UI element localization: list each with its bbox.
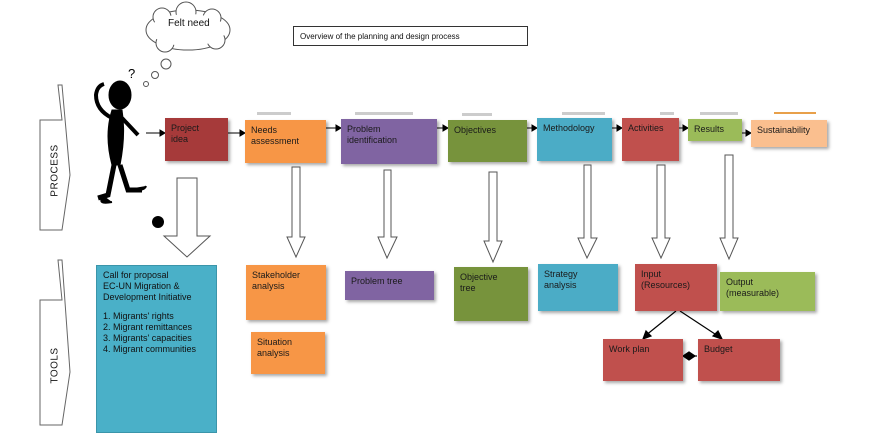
tool-objective-tree: Objective tree	[454, 267, 528, 321]
down-arrow-methodology	[577, 164, 598, 260]
call-item: 3. Migrants' capacities	[103, 333, 192, 343]
question-mark: ?	[128, 66, 135, 81]
tools-tab-label: TOOLS	[49, 347, 61, 384]
step-methodology: Methodology	[537, 118, 612, 161]
tool-work-plan: Work plan	[603, 339, 683, 381]
call-for-proposal-box: Call for proposal EC-UN Migration & Deve…	[96, 265, 217, 433]
tool-situation-analysis: Situation analysis	[251, 332, 325, 374]
tool-problem-tree: Problem tree	[345, 271, 434, 300]
tool-strategy-analysis: Strategy analysis	[538, 264, 618, 311]
thought-cloud	[143, 1, 231, 87]
process-tab-shape	[39, 84, 71, 231]
bidirectional-diamond	[681, 351, 697, 361]
cloud-label: Felt need	[168, 18, 210, 29]
tools-tab-shape	[39, 259, 71, 426]
thinking-figure-icon	[93, 80, 147, 204]
top-bars	[257, 112, 816, 116]
process-arrows	[146, 124, 752, 137]
down-arrow-activities	[651, 164, 671, 260]
down-arrow-objectives	[483, 171, 503, 264]
down-arrow-problem	[377, 169, 398, 260]
step-activities: Activities	[622, 118, 679, 161]
tool-output-measurable: Output (measurable)	[720, 272, 815, 311]
call-item: 4. Migrant communities	[103, 344, 197, 354]
down-arrow-needs	[286, 166, 306, 259]
down-arrow-project	[162, 177, 212, 258]
down-arrow-results	[719, 154, 739, 261]
process-tab-label: PROCESS	[49, 144, 61, 197]
input-branch-arrows	[641, 310, 724, 361]
step-sustainability: Sustainability	[751, 120, 827, 147]
tool-input-resources: Input (Resources)	[635, 264, 717, 311]
step-needs-assessment: Needs assessment	[245, 120, 326, 163]
step-results: Results	[688, 119, 742, 141]
call-item: 1. Migrants' rights	[103, 311, 174, 321]
step-objectives: Objectives	[448, 120, 527, 162]
tool-stakeholder-analysis: Stakeholder analysis	[246, 265, 326, 320]
step-project-idea: Project idea	[165, 118, 228, 161]
diagram-title: Overview of the planning and design proc…	[293, 26, 528, 46]
down-arrows	[162, 154, 739, 264]
tool-budget: Budget	[698, 339, 780, 381]
call-title: Call for proposal EC-UN Migration & Deve…	[103, 270, 192, 302]
bullet-dot	[152, 216, 164, 228]
step-problem-identification: Problem identification	[341, 119, 437, 164]
call-item: 2. Migrant remittances	[103, 322, 193, 332]
